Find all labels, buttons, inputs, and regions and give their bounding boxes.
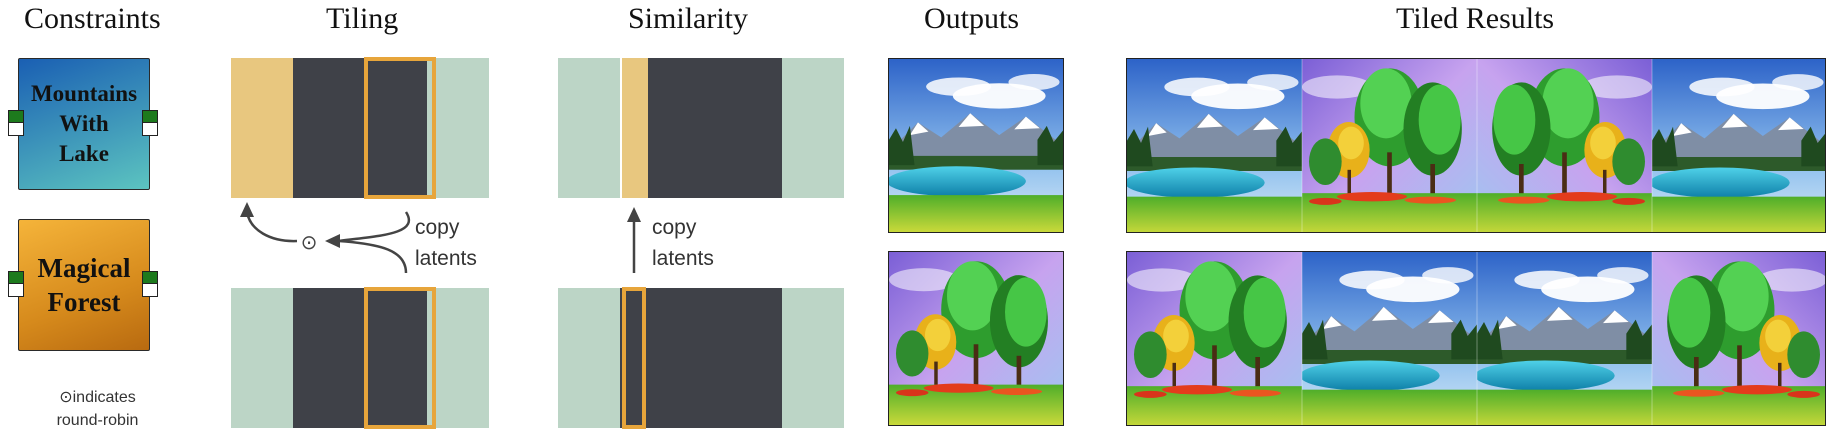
- note-line-1: indicates: [72, 389, 136, 406]
- constraint-mountains-with-lake: Mountains With Lake: [18, 58, 150, 190]
- tiling-top-highlight: [364, 57, 436, 199]
- tiling-label-line-2: latents: [415, 247, 477, 270]
- similarity-top-beige-strip: [622, 58, 648, 198]
- magical-forest-picture: [889, 252, 1063, 425]
- output-port: [142, 110, 158, 136]
- similarity-top-right-region: [782, 58, 844, 198]
- similarity-top-mid-region: [648, 58, 782, 198]
- tiling-bottom-left-region: [231, 288, 293, 428]
- output-image-magical-forest: [888, 251, 1064, 426]
- tiling-arrowhead-up: [240, 202, 254, 217]
- round-robin-note: ⊙indicates round-robin: [20, 386, 175, 432]
- tiling-arrow-to-left: [245, 211, 298, 243]
- tiling-top-left-region: [231, 58, 293, 198]
- tiling-arrowhead-right: [325, 234, 340, 248]
- tiling-diagram: ⊙: [231, 57, 489, 429]
- output-image-mountain-lake: [888, 58, 1064, 233]
- similarity-bottom-mid-region: [620, 288, 782, 428]
- note-line-2: round-robin: [56, 412, 139, 429]
- input-port: [8, 110, 24, 136]
- tiling-bottom-right-region: [427, 288, 489, 428]
- round-robin-symbol: ⊙: [59, 389, 73, 406]
- tiled-panorama-1: [1127, 59, 1825, 232]
- input-port: [8, 271, 24, 297]
- header-constraints: Constraints: [24, 2, 161, 35]
- similarity-diagram: [558, 58, 844, 429]
- mountain-lake-picture: [889, 59, 1063, 232]
- tiled-panorama-2: [1127, 252, 1825, 425]
- similarity-arrowhead-up: [627, 207, 641, 222]
- tiling-top-right-region: [427, 58, 489, 198]
- tiling-arrow-from-bottom: [338, 239, 408, 274]
- similarity-copy-latents-label: copy latents: [652, 212, 714, 274]
- output-port: [142, 271, 158, 297]
- constraint-magical-forest: Magical Forest: [18, 219, 150, 351]
- tiling-bottom-highlight: [364, 287, 436, 429]
- header-tiling: Tiling: [326, 2, 399, 35]
- tiling-op-symbol: ⊙: [301, 230, 318, 254]
- similarity-top-left-region: [558, 58, 620, 198]
- similarity-bottom-left-region: [558, 288, 620, 428]
- tiling-copy-latents-label: copy latents: [415, 212, 477, 274]
- tiling-arrow-from-top: [338, 211, 410, 243]
- header-similarity: Similarity: [628, 2, 748, 35]
- tiling-top-mid-region: [293, 58, 427, 198]
- constraint-label: Magical Forest: [37, 253, 131, 317]
- similarity-label-line-1: copy: [652, 216, 697, 239]
- header-outputs: Outputs: [924, 2, 1020, 35]
- tiling-label-line-1: copy: [415, 216, 460, 239]
- constraint-label: Mountains With Lake: [30, 81, 138, 166]
- tiling-bottom-mid-region: [293, 288, 427, 428]
- similarity-bottom-right-region: [782, 288, 844, 428]
- similarity-bottom-highlight: [622, 287, 646, 429]
- similarity-label-line-2: latents: [652, 247, 714, 270]
- tiled-result-row-1: [1126, 58, 1826, 233]
- header-tiled-results: Tiled Results: [1396, 2, 1555, 35]
- tiled-result-row-2: [1126, 251, 1826, 426]
